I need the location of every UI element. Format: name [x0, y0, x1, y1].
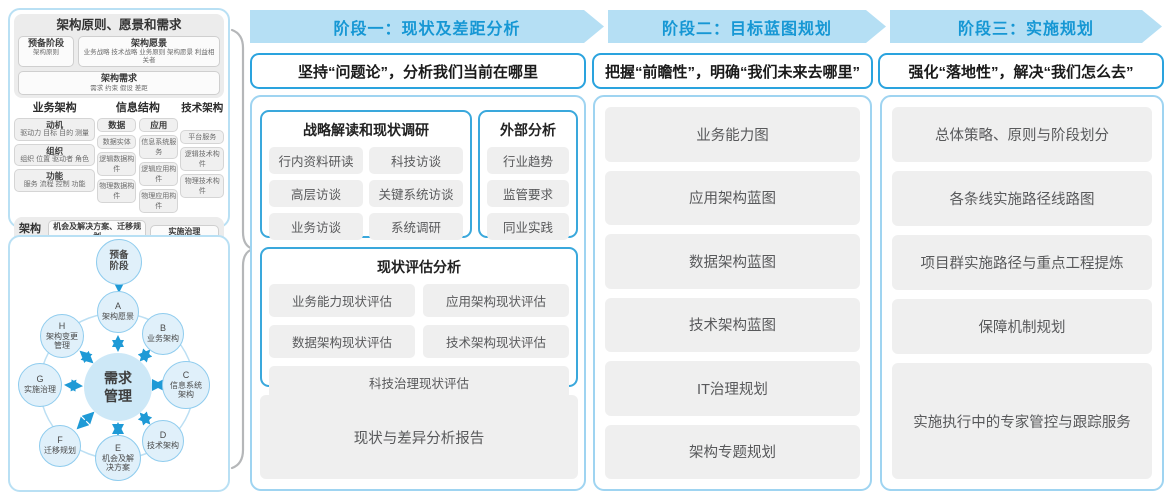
research-item: 业务访谈: [269, 213, 363, 240]
research-item: 科技访谈: [369, 147, 463, 174]
phase2-item: 技术架构蓝图: [605, 297, 860, 352]
phase2-content-box: 业务能力图 应用架构蓝图 数据架构蓝图 技术架构蓝图 IT治理规划 架构专题规划: [593, 95, 872, 491]
phase3-item: 实施执行中的专家管控与跟踪服务: [892, 363, 1152, 479]
business-architecture-header: 业务架构: [32, 101, 77, 114]
prep-phase-sub: 架构原则: [33, 49, 59, 57]
motivation-box: 动机 驱动力 目标 目的 测量: [14, 117, 96, 141]
assessment-item: 技术架构现状评估: [423, 325, 569, 358]
architecture-vision-title: 架构愿景: [130, 37, 167, 48]
phase2-item: 业务能力图: [605, 107, 860, 162]
organization-sub: 组织 位置 驱动者 角色: [20, 155, 90, 163]
architecture-requirement-box: 架构需求 需求 约束 假设 差距: [18, 71, 220, 95]
phase1-header-chevron: 阶段一：现状及差距分析: [250, 10, 604, 43]
phase3-header-chevron: 阶段三：实施规划: [890, 10, 1162, 43]
information-structure-column: 信息结构 数据 数据实体 逻辑数据构件 物理数据构件 应用 信息系统服务 逻辑应…: [97, 101, 179, 214]
strategy-research-title: 战略解读和现状调研: [303, 122, 429, 138]
application-subheader: 应用: [150, 119, 168, 130]
function-title: 功能: [46, 171, 64, 182]
current-assessment-title: 现状评估分析: [377, 259, 461, 275]
research-item: 关键系统访谈: [369, 180, 463, 207]
architecture-vision-box: 架构愿景 业务战略 技术战略 业务原则 架构愿景 利益相关者: [78, 35, 220, 68]
implementation-governance-title: 实施治理: [168, 227, 201, 237]
gap-analysis-report-box: 现状与差异分析报告: [260, 395, 578, 479]
assessment-item: 业务能力现状评估: [269, 284, 415, 317]
external-analysis-group: 外部分析 行业趋势 监管要求 同业实践: [478, 110, 578, 240]
technology-architecture-header: 技术架构: [181, 101, 224, 114]
technology-item: 平台服务: [180, 130, 225, 145]
application-item: 逻辑应用构件: [139, 162, 179, 187]
organization-title: 组织: [46, 145, 64, 156]
application-item: 物理应用构件: [139, 189, 179, 214]
phase3-header-label: 阶段三：实施规划: [957, 20, 1094, 38]
phase3-subtitle: 强化“落地性”，解决“我们怎么去”: [878, 53, 1164, 89]
adm-node-prep: 预备阶段: [96, 239, 142, 285]
external-item: 行业趋势: [487, 147, 569, 174]
prep-phase-title: 预备阶段: [27, 37, 64, 48]
function-sub: 服务 流程 控制 功能: [23, 181, 86, 189]
technology-item: 逻辑技术构件: [180, 147, 225, 172]
phase2-item: 应用架构蓝图: [605, 170, 860, 225]
phase3-content-box: 总体策略、原则与阶段划分 各条线实施路径线路图 项目群实施路径与重点工程提炼 保…: [880, 95, 1164, 491]
phase3-item: 总体策略、原则与阶段划分: [892, 107, 1152, 163]
data-item: 逻辑数据构件: [97, 152, 137, 177]
external-item: 同业实践: [487, 213, 569, 240]
phase3-item: 保障机制规划: [892, 299, 1152, 355]
assessment-item: 科技治理现状评估: [269, 366, 569, 399]
phase3-item: 项目群实施路径与重点工程提炼: [892, 235, 1152, 291]
application-item: 信息系统服务: [139, 135, 179, 160]
research-item: 高层访谈: [269, 180, 363, 207]
principles-vision-requirements-block: 架构原则、愿景和需求 预备阶段 架构原则 架构愿景 业务战略 技术战略 业务原则…: [14, 14, 224, 98]
organization-box: 组织 组织 位置 驱动者 角色: [14, 143, 96, 167]
data-subheader: 数据: [108, 119, 126, 130]
phase1-content-box: 战略解读和现状调研 行内资料研读 科技访谈 高层访谈 关键系统访谈 业务访谈 系…: [250, 95, 586, 491]
phase2-item: 数据架构蓝图: [605, 234, 860, 289]
architecture-vision-sub: 业务战略 技术战略 业务原则 架构愿景 利益相关者: [83, 49, 215, 65]
phase2-item: IT治理规划: [605, 361, 860, 416]
phase1-subtitle: 坚持“问题论”，分析我们当前在哪里: [250, 53, 586, 89]
technology-architecture-column: 技术架构 平台服务 逻辑技术构件 物理技术构件: [180, 101, 225, 213]
phase2-subtitle: 把握“前瞻性”，明确“我们未来去哪里”: [592, 53, 873, 89]
phase1-header-label: 阶段一：现状及差距分析: [333, 20, 521, 38]
prep-phase-box: 预备阶段 架构原则: [18, 35, 74, 68]
phase2-header-chevron: 阶段二：目标蓝图规划: [608, 10, 886, 43]
strategy-research-group: 战略解读和现状调研 行内资料研读 科技访谈 高层访谈 关键系统访谈 业务访谈 系…: [260, 110, 472, 240]
research-item: 行内资料研读: [269, 147, 363, 174]
panel-title: 架构原则、愿景和需求: [56, 18, 182, 32]
data-subcolumn: 数据 数据实体 逻辑数据构件 物理数据构件: [97, 117, 137, 213]
motivation-sub: 驱动力 目标 目的 测量: [20, 130, 90, 138]
architecture-requirement-sub: 需求 约束 假设 差距: [90, 84, 148, 92]
architecture-principles-panel: 架构原则、愿景和需求 预备阶段 架构原则 架构愿景 业务战略 技术战略 业务原则…: [8, 8, 230, 256]
phase2-item: 架构专题规划: [605, 424, 860, 479]
data-item: 数据实体: [97, 135, 137, 150]
assessment-item: 数据架构现状评估: [269, 325, 415, 358]
external-analysis-title: 外部分析: [500, 122, 556, 138]
technology-item: 物理技术构件: [180, 174, 225, 199]
information-structure-header: 信息结构: [115, 101, 160, 114]
assessment-item: 应用架构现状评估: [423, 284, 569, 317]
phase3-item: 各条线实施路径线路图: [892, 171, 1152, 227]
research-item: 系统调研: [369, 213, 463, 240]
motivation-title: 动机: [46, 119, 64, 130]
function-box: 功能 服务 流程 控制 功能: [14, 169, 96, 192]
application-subcolumn: 应用 信息系统服务 逻辑应用构件 物理应用构件: [139, 117, 179, 214]
current-assessment-group: 现状评估分析 业务能力现状评估 应用架构现状评估 数据架构现状评估 技术架构现状…: [260, 247, 578, 399]
adm-center-requirements: 需求管理: [84, 353, 152, 421]
external-item: 监管要求: [487, 180, 569, 207]
architecture-requirement-title: 架构需求: [100, 73, 137, 84]
business-architecture-column: 业务架构 动机 驱动力 目标 目的 测量 组织 组织 位置 驱动者 角色 功能 …: [14, 101, 96, 213]
phase2-header-label: 阶段二：目标蓝图规划: [661, 20, 832, 38]
data-item: 物理数据构件: [97, 179, 137, 204]
